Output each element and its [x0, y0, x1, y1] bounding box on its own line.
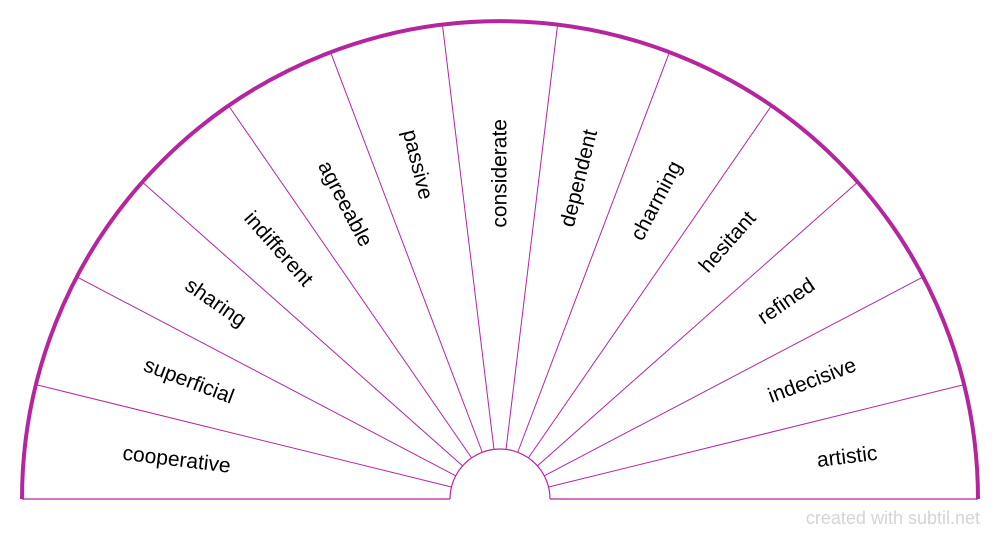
- segment-label-considerate: considerate: [489, 119, 512, 228]
- segment-divider: [537, 181, 859, 467]
- segment-label-hesitant: hesitant: [695, 207, 761, 277]
- segment-divider: [517, 51, 670, 453]
- outer-arc: [20, 19, 980, 500]
- segment-divider: [548, 384, 965, 488]
- segment-divider: [35, 384, 452, 488]
- segment-divider: [441, 24, 495, 450]
- segment-label-cooperative: cooperative: [121, 442, 232, 478]
- segment-divider: [544, 276, 924, 477]
- segment-dividers: [35, 24, 965, 488]
- segment-labels: cooperativesuperficialsharingindifferent…: [121, 119, 878, 478]
- credit-text: created with subtil.net: [805, 508, 980, 528]
- segment-label-charming: charming: [626, 157, 687, 244]
- segment-label-dependent: dependent: [556, 127, 602, 229]
- segment-label-refined: refined: [753, 274, 819, 329]
- segment-label-artistic: artistic: [816, 442, 879, 472]
- segment-divider: [330, 51, 483, 453]
- segment-divider: [228, 105, 473, 459]
- segment-divider: [527, 105, 772, 459]
- segment-label-passive: passive: [398, 127, 437, 202]
- segment-label-indecisive: indecisive: [765, 353, 859, 407]
- segment-label-superficial: superficial: [141, 353, 238, 408]
- segment-divider: [76, 276, 456, 477]
- inner-arc: [449, 448, 551, 500]
- segment-label-sharing: sharing: [181, 274, 251, 332]
- segment-label-agreeable: agreeable: [313, 157, 377, 250]
- segment-divider: [505, 24, 559, 450]
- segment-divider: [141, 181, 463, 467]
